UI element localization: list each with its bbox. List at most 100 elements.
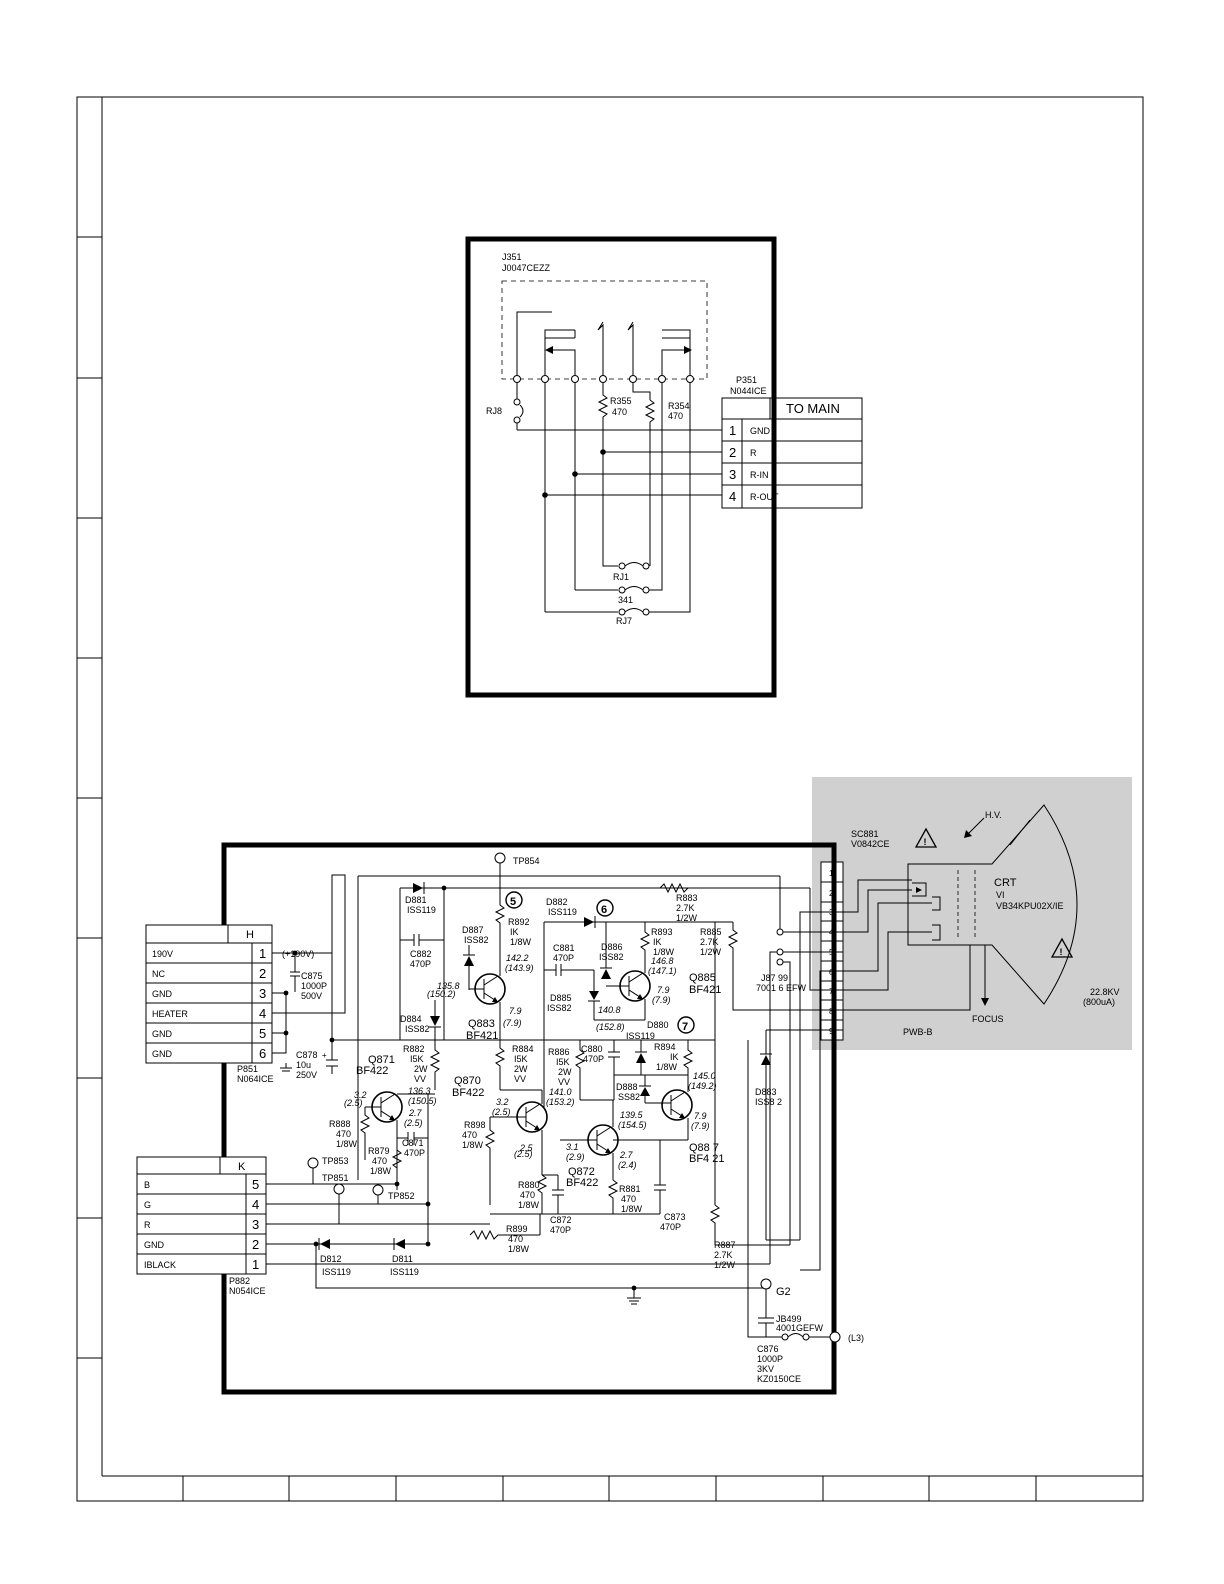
svg-text:!: ! <box>924 837 927 847</box>
voltage-reading: (147.1) <box>648 966 677 976</box>
r883-power: 1/2W <box>676 913 698 923</box>
r886-label: R886 <box>548 1047 570 1057</box>
voltage-reading: 139.5 <box>620 1110 644 1120</box>
ground-icon <box>627 1288 641 1305</box>
tp852-label: TP852 <box>388 1191 415 1201</box>
r882-label: R882 <box>403 1044 425 1054</box>
voltage-reading: (7.9) <box>691 1121 710 1131</box>
focus-label: FOCUS <box>972 1014 1004 1024</box>
d887-label: D887 <box>462 925 484 935</box>
l3-label: (L3) <box>848 1333 864 1343</box>
d880-part: ISS119 <box>626 1031 655 1041</box>
d880-label: D880 <box>647 1020 669 1030</box>
d811-part: ISS119 <box>390 1267 419 1277</box>
d886-part: ISS82 <box>599 952 624 962</box>
c875-voltage: 500V <box>301 991 322 1001</box>
p351-pin-name: R <box>750 448 757 458</box>
signal-marker-7: 7 <box>682 1021 688 1033</box>
voltage-reading: 3.2 <box>354 1090 367 1100</box>
d888-part: SS82 <box>618 1092 640 1102</box>
p351-pin-num: 4 <box>729 489 736 504</box>
j87-label: J87 99 <box>761 973 788 983</box>
tp851-label: TP851 <box>322 1173 349 1183</box>
rj8-label: RJ8 <box>486 406 502 416</box>
q887-part: BF4 21 <box>689 1153 724 1165</box>
r879-value: 470 <box>372 1156 387 1166</box>
r354-resistor <box>644 399 656 566</box>
voltage-reading: (7.9) <box>503 1018 522 1028</box>
r885-value: 2.7K <box>700 937 719 947</box>
r888-power: 1/8W <box>336 1139 358 1149</box>
q885-part: BF421 <box>689 984 721 996</box>
voltage-reading: (2.9) <box>566 1152 585 1162</box>
c872-label: C872 <box>550 1215 572 1225</box>
d882-label: D882 <box>546 897 568 907</box>
crt-part: VB34KPU02X/IE <box>996 901 1064 911</box>
d886-label: D886 <box>601 942 623 952</box>
c876-part: KZ0150CE <box>757 1374 801 1384</box>
lower-wiring: C875 1000P 500V + C878 10u 250V <box>266 852 864 1384</box>
voltage-reading: (2.4) <box>618 1160 637 1170</box>
q871-part: BF422 <box>356 1065 388 1077</box>
jack-terminals <box>513 375 694 383</box>
warning-icon: ! <box>914 827 938 848</box>
d883-part: ISS8 2 <box>755 1097 782 1107</box>
connector-k-part: N054ICE <box>229 1286 266 1296</box>
r893-value: IK <box>653 937 662 947</box>
r898-power: 1/8W <box>462 1140 484 1150</box>
connector-h-ref: P851 <box>237 1064 258 1074</box>
p351-pin-num: 2 <box>729 445 736 460</box>
j87-part: 7001 6 EFW <box>756 983 807 993</box>
c876-label: C876 <box>757 1344 779 1354</box>
g2-label: G2 <box>776 1286 791 1298</box>
crt-tube <box>907 804 1078 1005</box>
jb499-part: 4001GEFW <box>776 1323 824 1333</box>
voltage-reading: (7.9) <box>652 995 671 1005</box>
connector-h-pin-name: GND <box>152 1029 173 1039</box>
d881-part: ISS119 <box>407 905 436 915</box>
p351-pin-name: R-OUT <box>750 492 779 502</box>
lower-board <box>221 842 837 1395</box>
q871-label: Q871 <box>368 1054 395 1066</box>
p351-pin-num: 3 <box>729 467 736 482</box>
hv-voltage: 22.8KV <box>1090 987 1120 997</box>
d888-label: D888 <box>616 1082 638 1092</box>
r881-value: 470 <box>621 1194 636 1204</box>
connector-h-pin-name: 190V <box>152 949 173 959</box>
connector-h-pin-num: 6 <box>259 1046 266 1061</box>
crt-panel: SC881 V0842CE ! ! H.V. CRT VI VB34KPU02X… <box>812 777 1132 1050</box>
connector-k-pin-num: 4 <box>252 1197 259 1212</box>
r899-power: 1/8W <box>508 1244 530 1254</box>
voltage-reading: 140.8 <box>598 1005 621 1015</box>
r894-power: 1/8W <box>656 1062 678 1072</box>
pwb-label: PWB-B <box>903 1027 933 1037</box>
r880-label: R880 <box>518 1180 540 1190</box>
c872-value: 470P <box>550 1225 571 1235</box>
voltage-reading: 2.5 <box>519 1143 534 1153</box>
r886-value: I5K <box>556 1057 570 1067</box>
d811-diode <box>393 1238 405 1250</box>
voltage-reading: 7.9 <box>694 1111 707 1121</box>
r892-label: R892 <box>508 917 530 927</box>
jb499-label: JB499 <box>776 1314 802 1324</box>
c880-value: 470P <box>583 1054 604 1064</box>
d884-diode <box>429 1016 441 1028</box>
r885-power: 1/2W <box>700 947 722 957</box>
q883-part: BF421 <box>466 1030 498 1042</box>
signal-marker-6: 6 <box>601 904 607 916</box>
connector-h-title: H <box>246 929 254 941</box>
q883-label: Q883 <box>468 1018 495 1030</box>
hv-current: (800uA) <box>1083 997 1115 1007</box>
q870-label: Q870 <box>454 1075 481 1087</box>
svg-text:!: ! <box>1060 947 1063 957</box>
connector-k-pin-name: R <box>144 1220 151 1230</box>
q870-part: BF422 <box>452 1087 484 1099</box>
socket-part: V0842CE <box>851 839 890 849</box>
r899-label: R899 <box>506 1224 528 1234</box>
crt-label: CRT <box>994 877 1017 889</box>
voltage-reading: (154.5) <box>618 1120 647 1130</box>
d884-label: D884 <box>400 1014 422 1024</box>
r354-value: 470 <box>668 411 683 421</box>
connector-h-pin-name: HEATER <box>152 1009 188 1019</box>
j341-label: 341 <box>618 595 633 605</box>
